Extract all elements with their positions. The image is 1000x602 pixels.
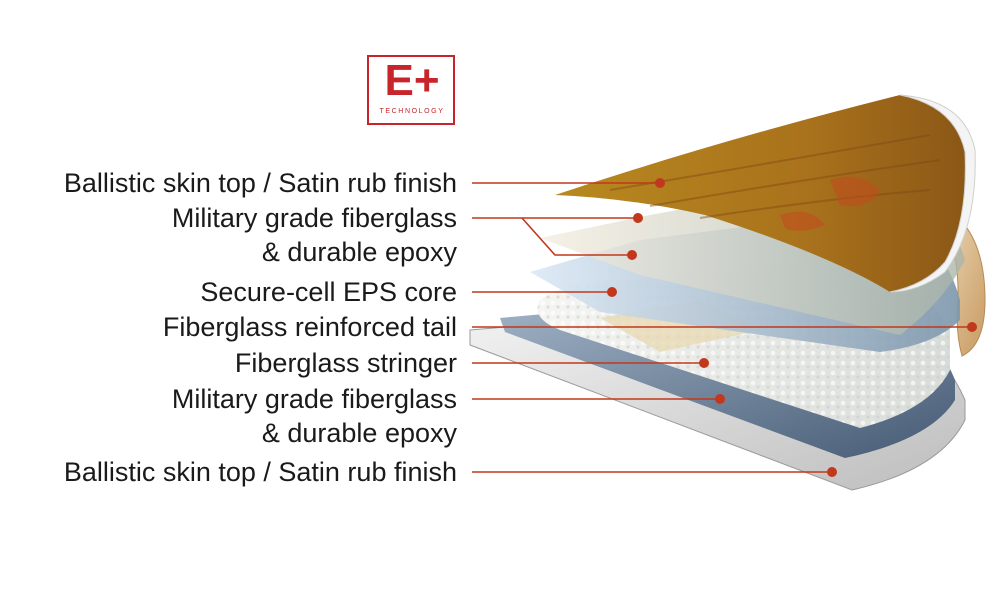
leader-dot-reinforced-tail	[967, 322, 977, 332]
leader-dot-top-fiberglass-b	[627, 250, 637, 260]
leader-dot-bottom-skin	[827, 467, 837, 477]
label-stringer: Fiberglass stringer	[234, 348, 457, 378]
top-skin-layer	[555, 95, 973, 292]
logo-subtitle: TECHNOLOGY	[379, 108, 445, 115]
label-top-fiberglass: Military grade fiberglass & durable epox…	[171, 203, 457, 267]
leader-dots	[607, 178, 977, 477]
e-plus-technology-logo: E+ TECHNOLOGY	[367, 55, 455, 125]
label-reinforced-tail: Fiberglass reinforced tail	[162, 312, 457, 342]
leader-dot-bottom-fiberglass	[715, 394, 725, 404]
leader-dot-stringer	[699, 358, 709, 368]
label-eps-core: Secure-cell EPS core	[200, 277, 457, 307]
leader-lines	[472, 182, 972, 473]
label-top-skin: Ballistic skin top / Satin rub finish	[63, 168, 457, 198]
label-bottom-fiberglass: Military grade fiberglass & durable epox…	[171, 384, 457, 448]
leader-dot-eps-core	[607, 287, 617, 297]
logo-mark: E+	[384, 56, 440, 105]
label-bottom-skin: Ballistic skin top / Satin rub finish	[63, 457, 457, 487]
top-skin-rail	[889, 94, 976, 293]
leader-line-top-fiberglass-b	[521, 217, 632, 256]
leader-dot-top-fiberglass-a	[633, 213, 643, 223]
wood-stain	[780, 176, 880, 231]
leader-dot-top-skin	[655, 178, 665, 188]
